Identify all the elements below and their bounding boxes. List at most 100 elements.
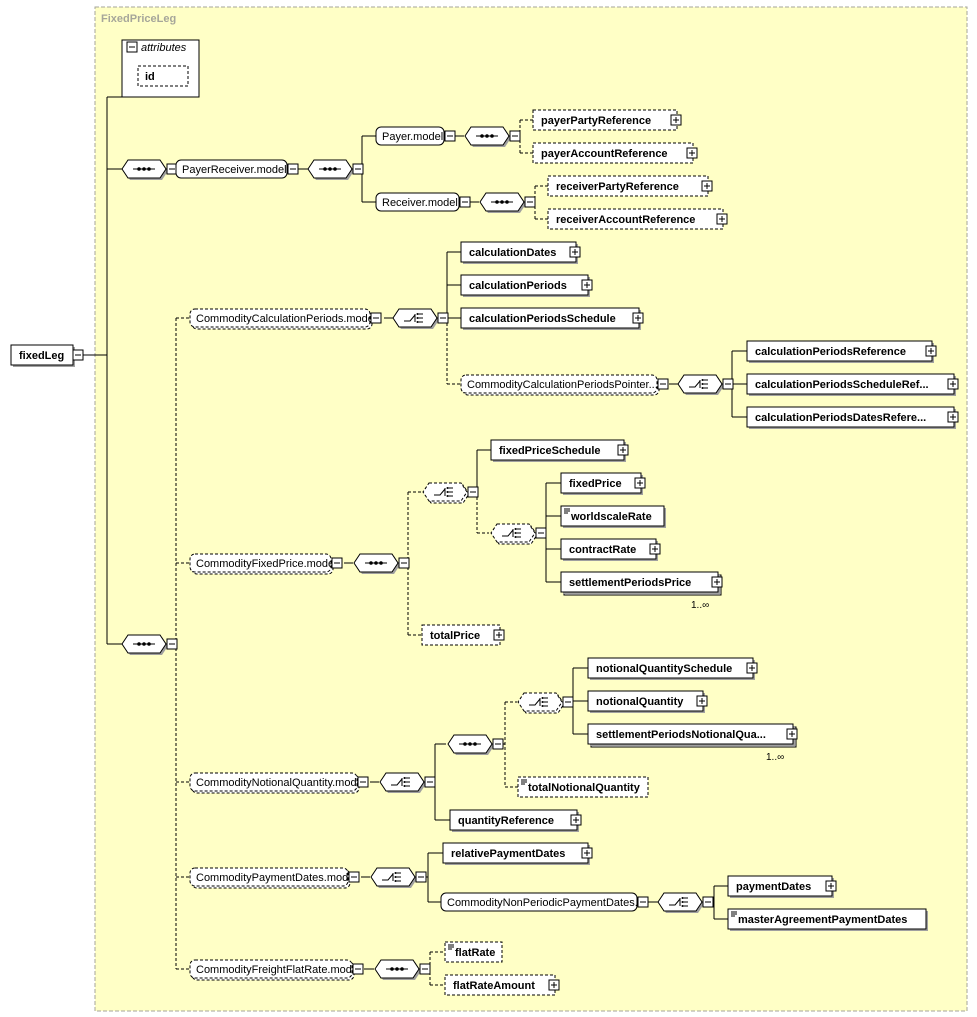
collapse-icon[interactable] bbox=[459, 196, 471, 208]
element-totalPrice[interactable]: totalPrice bbox=[421, 624, 501, 646]
choice-compositor[interactable] bbox=[422, 482, 470, 504]
choice-compositor[interactable] bbox=[490, 523, 538, 545]
collapse-icon[interactable] bbox=[357, 776, 369, 788]
root-element-fixedLeg[interactable]: fixedLeg bbox=[10, 344, 75, 367]
expand-icon[interactable] bbox=[570, 814, 582, 826]
element-paymentDates[interactable]: paymentDates bbox=[727, 875, 834, 898]
expand-icon[interactable] bbox=[925, 345, 937, 357]
group-fixed_price[interactable]: CommodityFixedPrice.model bbox=[189, 553, 337, 575]
collapse-icon[interactable] bbox=[370, 312, 382, 324]
collapse-icon[interactable] bbox=[287, 163, 299, 175]
choice-compositor[interactable] bbox=[657, 892, 704, 913]
element-notionalQuantitySchedule[interactable]: notionalQuantitySchedule bbox=[587, 657, 755, 680]
choice-compositor[interactable] bbox=[677, 374, 724, 395]
collapse-icon[interactable] bbox=[72, 349, 84, 361]
expand-icon[interactable] bbox=[947, 411, 959, 423]
expand-icon[interactable] bbox=[649, 543, 661, 555]
expand-icon[interactable] bbox=[711, 576, 723, 588]
element-totalNotionalQuantity[interactable]: totalNotionalQuantity bbox=[517, 776, 649, 798]
expand-icon[interactable] bbox=[701, 180, 713, 192]
collapse-icon[interactable] bbox=[722, 378, 734, 390]
element-calculationPeriodsDatesRef[interactable]: calculationPeriodsDatesRefere... bbox=[746, 406, 956, 429]
collapse-icon[interactable] bbox=[444, 130, 456, 142]
group-nonperiodic[interactable]: CommodityNonPeriodicPaymentDates.... bbox=[440, 892, 647, 912]
sequence-compositor[interactable] bbox=[374, 959, 421, 980]
sequence-compositor[interactable] bbox=[479, 192, 526, 213]
choice-compositor[interactable] bbox=[370, 867, 417, 888]
expand-icon[interactable] bbox=[581, 279, 593, 291]
collapse-icon[interactable] bbox=[437, 312, 449, 324]
element-fixedPriceSchedule[interactable]: fixedPriceSchedule bbox=[490, 439, 626, 462]
choice-compositor[interactable] bbox=[379, 772, 426, 793]
choice-compositor[interactable] bbox=[392, 308, 439, 329]
expand-icon[interactable] bbox=[716, 213, 728, 225]
expand-icon[interactable] bbox=[632, 312, 644, 324]
expand-icon[interactable] bbox=[746, 662, 758, 674]
sequence-compositor[interactable] bbox=[447, 734, 494, 755]
sequence-compositor[interactable] bbox=[353, 553, 400, 574]
expand-icon[interactable] bbox=[569, 246, 581, 258]
collapse-icon[interactable] bbox=[467, 486, 479, 498]
group-payer_receiver[interactable]: PayerReceiver.model bbox=[175, 159, 288, 179]
expand-icon[interactable] bbox=[581, 847, 593, 859]
collapse-icon[interactable] bbox=[702, 896, 714, 908]
collapse-icon[interactable] bbox=[352, 963, 364, 975]
sequence-compositor[interactable] bbox=[121, 159, 168, 180]
collapse-icon[interactable] bbox=[492, 738, 504, 750]
group-calc_periods[interactable]: CommodityCalculationPeriods.model bbox=[189, 308, 376, 330]
element-notionalQuantity[interactable]: notionalQuantity bbox=[587, 690, 705, 713]
expand-icon[interactable] bbox=[696, 695, 708, 707]
sequence-compositor[interactable] bbox=[464, 126, 511, 147]
element-contractRate[interactable]: contractRate bbox=[560, 538, 658, 561]
expand-icon[interactable] bbox=[686, 147, 698, 159]
expand-icon[interactable] bbox=[617, 444, 629, 456]
element-calculationPeriodsSchedule[interactable]: calculationPeriodsSchedule bbox=[460, 307, 641, 330]
group-notional[interactable]: CommodityNotionalQuantity.model bbox=[189, 772, 365, 794]
element-calculationPeriodsReference[interactable]: calculationPeriodsReference bbox=[746, 340, 934, 363]
expand-icon[interactable] bbox=[548, 979, 560, 991]
expand-icon[interactable] bbox=[634, 477, 646, 489]
element-masterAgreementPaymentDates[interactable]: masterAgreementPaymentDates bbox=[727, 908, 928, 931]
collapse-icon[interactable] bbox=[637, 896, 649, 908]
collapse-icon[interactable] bbox=[166, 638, 178, 650]
expand-icon[interactable] bbox=[825, 880, 837, 892]
group-freight[interactable]: CommodityFreightFlatRate.model bbox=[189, 959, 360, 981]
sequence-compositor[interactable] bbox=[307, 159, 354, 180]
element-fixedPrice[interactable]: fixedPrice bbox=[560, 472, 643, 495]
collapse-icon[interactable] bbox=[535, 527, 547, 539]
element-relativePaymentDates[interactable]: relativePaymentDates bbox=[442, 842, 590, 865]
collapse-icon[interactable] bbox=[331, 557, 343, 569]
collapse-icon[interactable] bbox=[524, 196, 536, 208]
group-calc_pointer[interactable]: CommodityCalculationPeriodsPointer.... bbox=[460, 374, 661, 396]
element-payerPartyReference[interactable]: payerPartyReference bbox=[532, 109, 678, 131]
attribute-id[interactable]: id bbox=[137, 65, 189, 87]
collapse-icon[interactable] bbox=[348, 871, 360, 883]
collapse-icon[interactable] bbox=[415, 871, 427, 883]
element-flatRateAmount[interactable]: flatRateAmount bbox=[444, 974, 556, 996]
element-receiverAccountReference[interactable]: receiverAccountReference bbox=[547, 208, 724, 230]
element-calculationDates[interactable]: calculationDates bbox=[460, 241, 578, 264]
element-settlementPeriodsNotionalQua[interactable]: settlementPeriodsNotionalQua...1..∞ bbox=[587, 723, 797, 763]
element-worldscaleRate[interactable]: worldscaleRate bbox=[560, 505, 666, 528]
expand-icon[interactable] bbox=[786, 728, 798, 740]
expand-icon[interactable] bbox=[947, 378, 959, 390]
collapse-icon[interactable] bbox=[126, 41, 138, 53]
collapse-icon[interactable] bbox=[398, 557, 410, 569]
collapse-icon[interactable] bbox=[509, 130, 521, 142]
collapse-icon[interactable] bbox=[352, 163, 364, 175]
group-receiver[interactable]: Receiver.model bbox=[375, 192, 460, 212]
element-calculationPeriods[interactable]: calculationPeriods bbox=[460, 274, 590, 297]
choice-compositor[interactable] bbox=[517, 692, 565, 714]
group-payer[interactable]: Payer.model bbox=[375, 126, 445, 146]
collapse-icon[interactable] bbox=[424, 776, 436, 788]
element-payerAccountReference[interactable]: payerAccountReference bbox=[532, 142, 694, 164]
collapse-icon[interactable] bbox=[657, 378, 669, 390]
element-calculationPeriodsScheduleRef[interactable]: calculationPeriodsScheduleRef... bbox=[746, 373, 956, 396]
expand-icon[interactable] bbox=[670, 114, 682, 126]
element-quantityReference[interactable]: quantityReference bbox=[449, 809, 579, 832]
collapse-icon[interactable] bbox=[562, 696, 574, 708]
collapse-icon[interactable] bbox=[419, 963, 431, 975]
group-payment_dates[interactable]: CommodityPaymentDates.model bbox=[189, 867, 357, 889]
sequence-compositor[interactable] bbox=[121, 634, 168, 655]
